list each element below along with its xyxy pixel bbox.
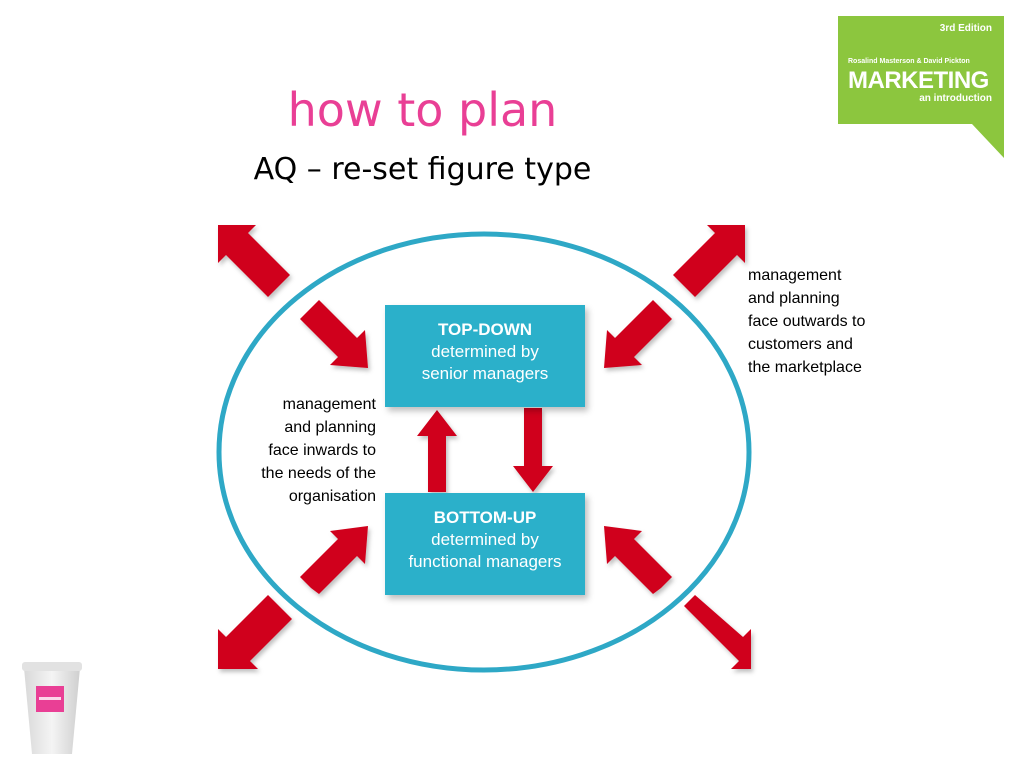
outward-note-line: and planning [748, 290, 840, 307]
bottom-up-box: BOTTOM-UP determined by functional manag… [385, 493, 585, 595]
inward-note-line: and planning [284, 419, 376, 436]
top-down-line-2: senior managers [421, 364, 549, 383]
book-badge: 3rd Edition Rosalind Masterson & David P… [838, 16, 1004, 158]
badge-authors: Rosalind Masterson & David Pickton [848, 58, 970, 65]
top-down-line-1: determined by [431, 342, 539, 361]
badge-tagline: an introduction [919, 93, 992, 104]
arrow-down-top-to-bottom [513, 408, 553, 492]
arrow-inward-bottom-right [604, 526, 672, 594]
slide-subtitle: AQ – re-set figure type [253, 152, 592, 187]
badge-brand: MARKETING [848, 67, 989, 94]
outward-note: management and planning face outwards to… [748, 264, 918, 379]
bottom-up-line-2: functional managers [408, 552, 562, 571]
coffee-cup-icon [22, 662, 82, 754]
badge-shape [838, 16, 1004, 158]
inward-note-line: management [282, 396, 376, 413]
slide-title: how to plan [287, 83, 558, 137]
top-down-heading: TOP-DOWN [437, 320, 533, 339]
arrow-inward-bottom-left [300, 526, 368, 594]
inward-note-line: face inwards to [268, 442, 376, 459]
top-down-box: TOP-DOWN determined by senior managers [385, 305, 585, 407]
arrow-up-bottom-to-top [417, 410, 457, 492]
arrow-inward-top-right [604, 300, 672, 368]
inward-note-line: the needs of the [261, 465, 376, 482]
outward-note-line: face outwards to [748, 313, 866, 330]
inward-note: management and planning face inwards to … [230, 393, 376, 508]
arrow-outward-bottom-right [684, 595, 751, 669]
bottom-up-heading: BOTTOM-UP [433, 508, 537, 527]
outward-note-line: customers and [748, 336, 853, 353]
arrow-outward-top-right [673, 225, 745, 297]
outward-note-line: management [748, 267, 842, 284]
arrow-outward-top-left [218, 225, 290, 297]
bottom-up-line-1: determined by [431, 530, 539, 549]
arrow-inward-top-left [300, 300, 368, 368]
outward-note-line: the marketplace [748, 359, 862, 376]
inward-note-line: organisation [288, 488, 376, 505]
badge-edition: 3rd Edition [939, 23, 992, 34]
organisation-ellipse [216, 231, 752, 673]
arrow-outward-bottom-left [218, 595, 292, 669]
